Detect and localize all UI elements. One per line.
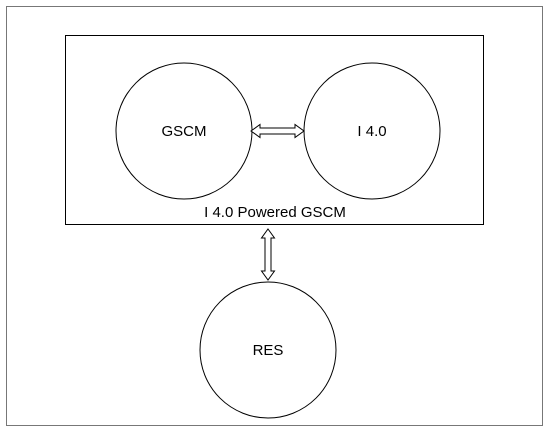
container-label: I 4.0 Powered GSCM (204, 204, 346, 221)
node-res-label: RES (253, 342, 284, 359)
node-i40: I 4.0 (303, 62, 441, 200)
arrow-container-res (260, 228, 276, 281)
arrow-gscm-i40 (250, 123, 305, 139)
node-res: RES (199, 281, 337, 419)
node-i40-label: I 4.0 (357, 123, 386, 140)
container-box (65, 35, 484, 225)
node-res-circle (199, 281, 337, 419)
node-gscm-label: GSCM (162, 123, 207, 140)
node-gscm: GSCM (115, 62, 253, 200)
